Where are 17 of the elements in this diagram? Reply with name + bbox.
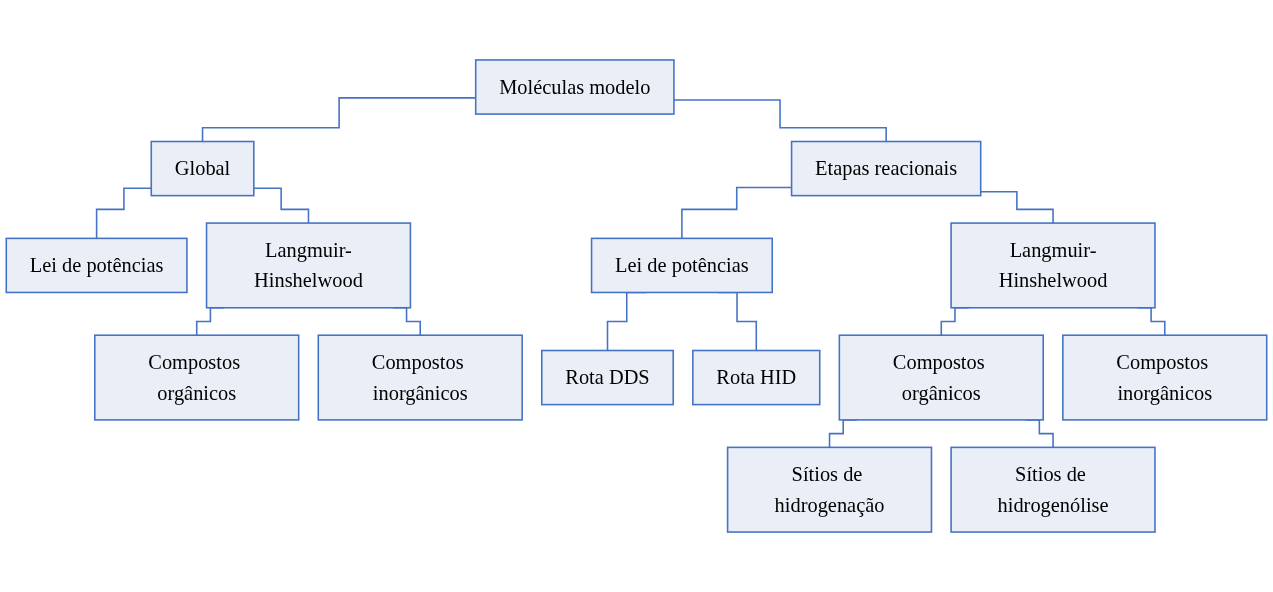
connector xyxy=(673,99,887,143)
node-box: Sítios de hidrogenólise xyxy=(950,446,1156,533)
node-box: Sítios de hidrogenação xyxy=(726,446,933,533)
node-box: Compostos inorgânicos xyxy=(1062,334,1268,421)
node-box: Compostos orgânicos xyxy=(838,334,1044,421)
node-box: Global xyxy=(150,140,255,197)
node-box: Rota HID xyxy=(692,349,821,406)
node-box: Moléculas modelo xyxy=(474,59,675,115)
node-box: Langmuir-Hinshelwood xyxy=(950,222,1156,309)
node-box: Compostos inorgânicos xyxy=(317,334,523,421)
node-box: Compostos orgânicos xyxy=(94,334,300,421)
node-box: Lei de potências xyxy=(5,237,188,294)
node-box: Lei de potências xyxy=(590,237,773,294)
node-box: Langmuir-Hinshelwood xyxy=(205,222,412,309)
node-box: Etapas reacionais xyxy=(790,140,982,197)
connector xyxy=(253,187,310,224)
node-box: Rota DDS xyxy=(541,349,674,406)
